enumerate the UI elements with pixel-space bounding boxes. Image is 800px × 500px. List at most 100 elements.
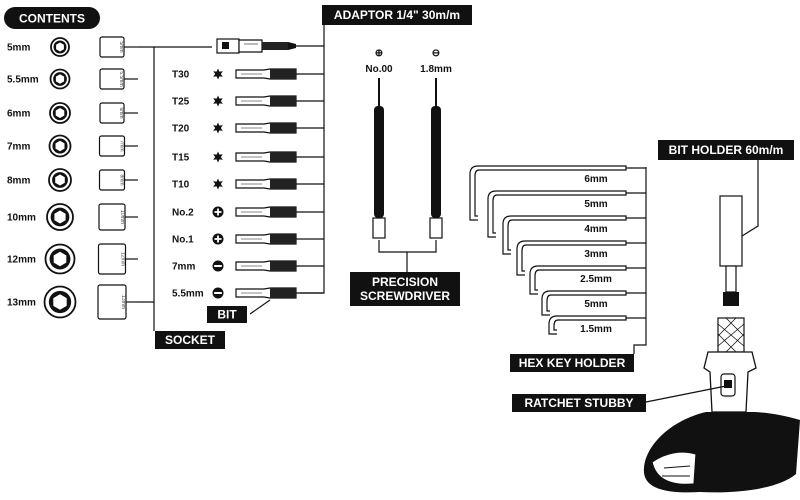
bit-size-label: T10 <box>172 180 190 191</box>
bit-size-label: T25 <box>172 97 190 108</box>
hex-key-size-label: 2.5mm <box>580 274 612 285</box>
bit-size-label: 5.5mm <box>172 289 204 300</box>
precision-screwdriver-phillips: ⊕ No.00 <box>365 48 393 239</box>
socket-side-size-text: 6mm <box>118 107 124 118</box>
socket-size-label: 10mm <box>7 213 36 224</box>
bit-size-label: No.1 <box>172 235 194 246</box>
socket-item: 7mm 7mm <box>7 134 138 158</box>
socket-badge: SOCKET <box>155 331 225 349</box>
hex-key-item: 4mm <box>502 215 646 255</box>
socket-item: 5.5mm 5.5mm <box>7 68 138 90</box>
socket-size-label: 8mm <box>7 176 30 187</box>
torx-star-icon <box>213 178 223 190</box>
adaptor-badge-label: ADAPTOR 1/4" 30m/m <box>334 8 460 22</box>
adaptor-badge: ADAPTOR 1/4" 30m/m <box>322 5 472 25</box>
precision-badge-line1: PRECISION <box>372 275 438 289</box>
socket-side-size-text: 12mm <box>120 252 126 266</box>
socket-item: 5mm 5mm <box>7 36 138 58</box>
socket-bracket <box>138 46 212 331</box>
adaptor-illustration <box>216 38 296 54</box>
torx-star-icon <box>213 95 223 107</box>
precision-badge-line2: SCREWDRIVER <box>360 289 450 303</box>
socket-side-size-text: 13mm <box>120 295 126 309</box>
bit-item: 7mm <box>172 260 324 273</box>
hex-key-holder-badge: HEX KEY HOLDER <box>510 354 634 372</box>
ratchet-stubby-illustration <box>643 317 800 493</box>
socket-size-label: 13mm <box>7 298 36 309</box>
bit-illustration <box>235 260 297 272</box>
bit-item: T30 <box>172 68 324 81</box>
precision-screwdriver-slotted: ⊖ 1.8mm <box>420 48 452 239</box>
socket-item: 13mm 13mm <box>7 284 138 320</box>
hex-socket-icon <box>56 42 64 52</box>
bit-holder-illustration <box>719 160 759 306</box>
screwdriver-bracket <box>378 240 437 272</box>
socket-size-label: 12mm <box>7 255 36 266</box>
torx-star-icon <box>213 68 223 80</box>
bit-badge-label: BIT <box>217 308 237 322</box>
bit-item: No.2 <box>172 206 324 219</box>
hex-key-list: 6mm 5mm 4mm 3mm 2.5mm 5mm 1.5mm <box>469 165 646 335</box>
hex-key-size-label: 3mm <box>584 249 607 260</box>
bit-size-label: T30 <box>172 70 190 81</box>
socket-size-label: 5mm <box>7 43 30 54</box>
hex-socket-icon <box>55 140 65 152</box>
bit-illustration <box>235 206 297 218</box>
bit-illustration <box>235 178 297 190</box>
ratchet-stubby-badge-label: RATCHET STUBBY <box>524 396 633 410</box>
bit-badge: BIT <box>207 306 247 323</box>
hex-key-size-label: 4mm <box>584 224 607 235</box>
hex-key-item: 5mm <box>541 290 646 316</box>
torx-star-icon <box>213 151 223 163</box>
hex-key-holder-badge-label: HEX KEY HOLDER <box>519 356 626 370</box>
bit-illustration <box>235 95 297 107</box>
bit-size-label: 7mm <box>172 262 195 273</box>
socket-side-size-text: 5mm <box>118 41 124 52</box>
hex-key-size-label: 6mm <box>584 174 607 185</box>
socket-size-label: 5.5mm <box>7 75 39 86</box>
socket-side-size-text: 5.5mm <box>118 71 124 86</box>
socket-side-size-text: 7mm <box>119 140 125 151</box>
bit-size-label: T15 <box>172 153 190 164</box>
socket-item: 12mm 12mm <box>7 243 138 275</box>
bit-size-label: No.2 <box>172 208 194 219</box>
hex-key-bracket <box>633 167 647 354</box>
bit-illustration <box>235 68 297 80</box>
bit-item: T15 <box>172 151 324 164</box>
bit-illustration <box>235 287 297 299</box>
hex-socket-icon <box>55 174 65 186</box>
hex-key-item: 6mm <box>469 165 646 221</box>
hex-socket-icon <box>55 74 65 84</box>
bit-illustration <box>235 122 297 134</box>
bit-size-label: T20 <box>172 124 190 135</box>
bit-item: No.1 <box>172 233 324 246</box>
bit-item: T20 <box>172 122 324 135</box>
bit-item: T25 <box>172 95 324 108</box>
socket-size-label: 7mm <box>7 142 30 153</box>
hex-socket-icon <box>54 210 66 224</box>
slotted-minus-icon <box>212 260 224 272</box>
phillips-cross-icon <box>212 206 224 218</box>
screwdriver-size-label: No.00 <box>365 64 393 75</box>
bit-item: 5.5mm <box>172 287 324 300</box>
hex-key-size-label: 5mm <box>584 199 607 210</box>
ratchet-stubby-badge: RATCHET STUBBY <box>512 394 646 412</box>
bit-illustration <box>235 151 297 163</box>
precision-screwdriver-badge: PRECISION SCREWDRIVER <box>350 272 460 306</box>
hex-key-item: 1.5mm <box>548 315 646 335</box>
hex-key-item: 5mm <box>487 190 646 238</box>
bit-holder-badge: BIT HOLDER 60m/m <box>658 140 794 160</box>
hex-key-size-label: 5mm <box>584 299 607 310</box>
slotted-minus-icon <box>212 287 224 299</box>
socket-size-label: 6mm <box>7 109 30 120</box>
hex-socket-icon <box>53 251 67 267</box>
bit-item: T10 <box>172 178 324 191</box>
bit-illustration <box>235 233 297 245</box>
slotted-minus-icon: ⊖ <box>432 48 440 59</box>
hex-socket-icon <box>53 294 67 310</box>
